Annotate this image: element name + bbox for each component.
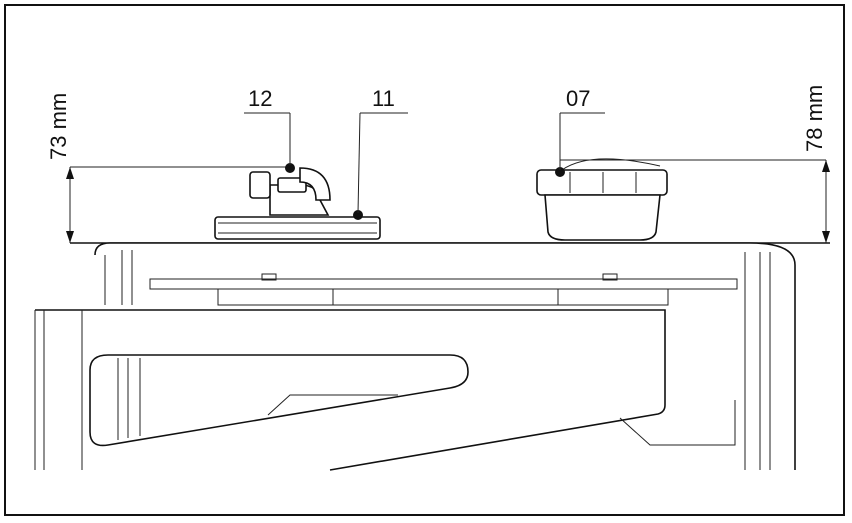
left-dimension-label: 73 mm (46, 93, 71, 160)
callout-12-label: 12 (248, 86, 272, 111)
component-07-cap (536, 158, 668, 241)
left-dimension: 73 mm (46, 93, 292, 243)
callout-07-label: 07 (566, 86, 590, 111)
right-dimension: 78 mm (560, 85, 830, 243)
right-dimension-label: 78 mm (802, 85, 827, 152)
component-12-connector (249, 163, 331, 216)
callout-11-label: 11 (372, 86, 395, 111)
callout-07: 07 (559, 86, 605, 170)
callout-12: 12 (244, 86, 291, 165)
callout-11: 11 (357, 86, 408, 214)
tank-body (34, 242, 796, 471)
component-11-flange (214, 210, 381, 240)
